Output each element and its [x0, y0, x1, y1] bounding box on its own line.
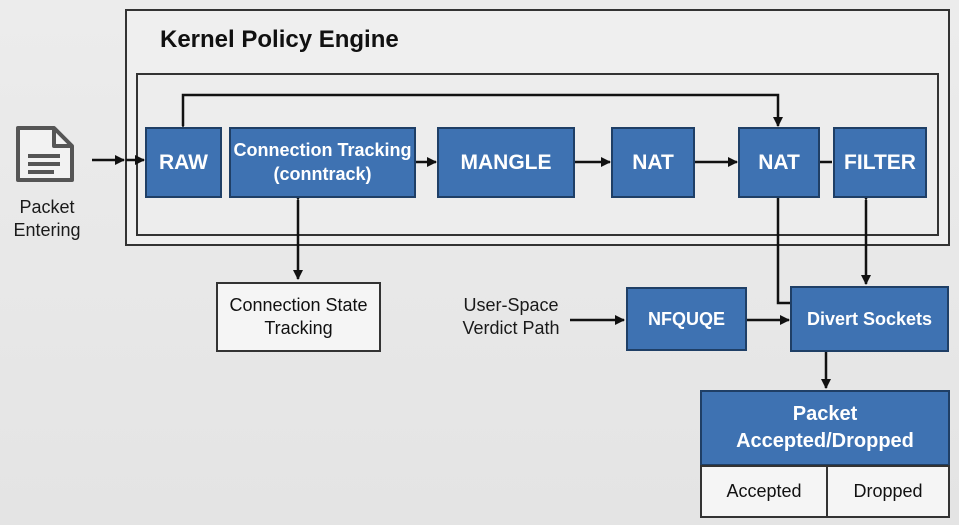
stage-mangle-label: MANGLE: [460, 150, 552, 174]
packet-entering-label: Packet Entering: [2, 196, 92, 243]
packet-entering-line2: Entering: [13, 220, 81, 241]
state-tracking-line1: Connection State: [229, 294, 368, 315]
document-icon: [14, 124, 76, 184]
result-title-line2: Accepted/Dropped: [736, 430, 914, 452]
stage-raw-label: RAW: [159, 150, 208, 174]
nfqueue-label: NFQUQE: [647, 308, 725, 329]
packet-entering-line1: Packet: [19, 197, 75, 217]
accepted-cell[interactable]: Accepted: [700, 465, 828, 518]
stage-filter-label: FILTER: [844, 150, 916, 174]
engine-title: Kernel Policy Engine: [160, 26, 399, 53]
stage-nat-2[interactable]: NAT: [738, 127, 820, 198]
stage-filter[interactable]: FILTER: [833, 127, 927, 198]
stage-conntrack-line2: (conntrack): [273, 163, 372, 184]
stage-nat-1-label: NAT: [632, 150, 674, 174]
state-tracking-line2: Tracking: [264, 318, 333, 338]
result-box: Packet Accepted/Dropped: [700, 390, 950, 466]
arrow-nat-divert: [776, 198, 790, 305]
connection-state-tracking-box[interactable]: Connection State Tracking: [216, 282, 381, 352]
arrow-loop-top: [178, 93, 783, 135]
nfqueue-box[interactable]: NFQUQE: [626, 287, 747, 351]
user-space-line2: Verdict Path: [462, 318, 560, 339]
divert-sockets-box[interactable]: Divert Sockets: [790, 286, 949, 352]
divert-sockets-label: Divert Sockets: [806, 308, 933, 329]
accepted-label: Accepted: [726, 480, 802, 501]
stage-raw[interactable]: RAW: [145, 127, 222, 198]
dropped-label: Dropped: [853, 480, 923, 501]
user-space-line1: User-Space: [463, 295, 559, 315]
user-space-verdict-label: User-Space Verdict Path: [452, 294, 570, 341]
stage-conntrack-line1: Connection Tracking: [233, 140, 412, 161]
stage-nat-1[interactable]: NAT: [611, 127, 695, 198]
result-title-line1: Packet: [792, 403, 858, 425]
stage-mangle[interactable]: MANGLE: [437, 127, 575, 198]
stage-conntrack[interactable]: Connection Tracking (conntrack): [229, 127, 416, 198]
stage-nat-2-label: NAT: [758, 150, 800, 174]
dropped-cell[interactable]: Dropped: [826, 465, 950, 518]
